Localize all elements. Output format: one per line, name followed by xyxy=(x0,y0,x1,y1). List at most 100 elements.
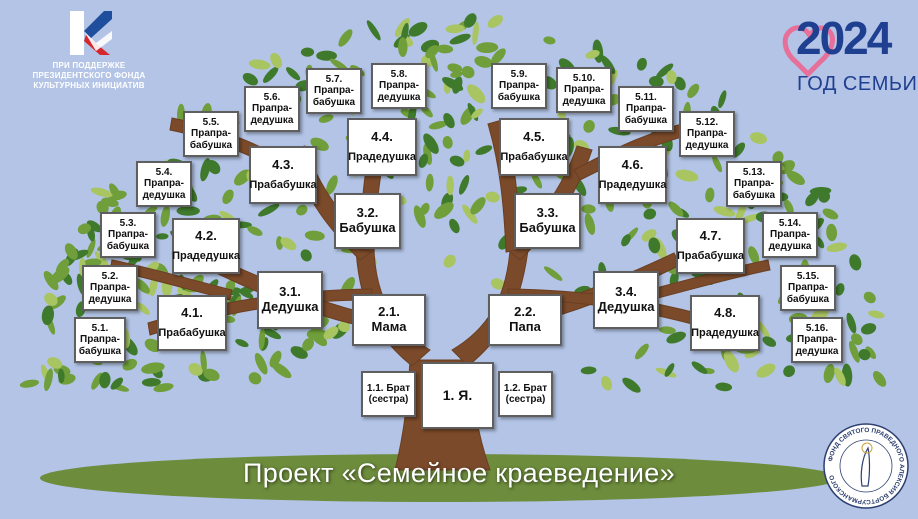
box-number: 4.1. xyxy=(181,305,203,321)
box-sibling-1[interactable]: 1.1. Брат (сестра) xyxy=(361,371,416,417)
leaf xyxy=(280,237,297,251)
box-number: 4.4. xyxy=(371,129,393,145)
box-gg-grandparent-5-16[interactable]: 5.16. Прапра-дедушка xyxy=(791,317,843,363)
box-gg-grandparent-5-7[interactable]: 5.7. Прапра-бабушка xyxy=(306,68,362,114)
leaf xyxy=(756,363,776,378)
leaf xyxy=(446,175,455,196)
leaf xyxy=(818,190,831,203)
box-number: 3.3. xyxy=(536,205,559,221)
leaf xyxy=(622,377,641,393)
box-number: 5.4. xyxy=(155,166,173,178)
leaf xyxy=(485,191,500,203)
leaf xyxy=(425,173,434,192)
box-role: Бабушка xyxy=(339,220,396,235)
leaf xyxy=(777,160,795,175)
box-gg-grandparent-5-13[interactable]: 5.13. Прапра-бабушка xyxy=(726,161,782,207)
box-parent-mother[interactable]: 2.1. Мама xyxy=(352,294,426,346)
box-parent-father[interactable]: 2.2. Папа xyxy=(488,294,562,346)
box-role: Прапра-дедушка xyxy=(142,178,186,201)
box-grandparent-3-2[interactable]: 3.2. Бабушка xyxy=(334,193,401,249)
box-gg-grandparent-5-14[interactable]: 5.14. Прапра-дедушка xyxy=(762,212,818,258)
box-gg-grandparent-5-10[interactable]: 5.10. Прапра-дедушка xyxy=(556,67,612,113)
box-role: Прапра-дедушка xyxy=(250,103,294,126)
box-role: Прабабушка xyxy=(676,250,745,263)
box-number: 5.6. xyxy=(263,91,281,103)
box-role: Мама xyxy=(371,319,407,334)
leaf xyxy=(664,363,675,377)
project-title: Проект «Семейное краеведение» xyxy=(243,458,675,488)
box-grandparent-3-4[interactable]: 3.4. Дедушка xyxy=(593,271,659,329)
box-number: 4.3. xyxy=(272,157,294,173)
box-gg-grandparent-5-3[interactable]: 5.3. Прапра-бабушка xyxy=(100,212,156,258)
leaf xyxy=(408,21,428,37)
leaf xyxy=(668,201,684,217)
box-gg-grandparent-5-1[interactable]: 5.1. Прапра-бабушка xyxy=(74,317,126,363)
box-great-grandparent-4-5[interactable]: 4.5. Прабабушка xyxy=(499,118,569,176)
leaf xyxy=(77,223,92,235)
box-grandparent-3-3[interactable]: 3.3. Бабушка xyxy=(514,193,581,249)
leaf xyxy=(434,202,454,219)
box-gg-grandparent-5-12[interactable]: 5.12. Прапра-дедушка xyxy=(679,111,735,157)
leaf xyxy=(762,336,777,347)
box-gg-grandparent-5-9[interactable]: 5.9. Прапра-бабушка xyxy=(491,63,547,109)
leaf xyxy=(666,331,686,344)
box-great-grandparent-4-6[interactable]: 4.6. Прадедушка xyxy=(598,146,667,204)
box-sibling-2[interactable]: 1.2. Брат (сестра) xyxy=(498,371,553,417)
leaf xyxy=(718,90,727,109)
box-gg-grandparent-5-5[interactable]: 5.5. Прапра-бабушка xyxy=(183,111,239,157)
leaf xyxy=(64,243,78,260)
leaf xyxy=(452,76,463,94)
box-gg-grandparent-5-4[interactable]: 5.4. Прапра-дедушка xyxy=(136,161,192,207)
leaf xyxy=(823,363,835,384)
box-number: 5.10. xyxy=(572,72,596,84)
leaf xyxy=(394,18,410,37)
leaf xyxy=(323,326,339,340)
leaf xyxy=(19,379,39,388)
box-gg-grandparent-5-11[interactable]: 5.11. Прапра-бабушка xyxy=(618,86,674,132)
box-gg-grandparent-5-8[interactable]: 5.8. Прапра-дедушка xyxy=(371,63,427,109)
leaf xyxy=(86,220,102,233)
box-great-grandparent-4-4[interactable]: 4.4. Прадедушка xyxy=(347,118,417,176)
box-great-grandparent-4-2[interactable]: 4.2. Прадедушка xyxy=(172,218,240,274)
leaf xyxy=(101,197,119,207)
box-number: 5.11. xyxy=(635,91,657,103)
leaf xyxy=(222,189,234,205)
leaf xyxy=(86,239,96,258)
leaf xyxy=(271,362,292,379)
box-number: 5.16. xyxy=(805,322,829,334)
box-role: Прапра-дедушка xyxy=(685,128,729,151)
box-role: Прапра-бабушка xyxy=(312,85,356,108)
leaf xyxy=(475,145,493,155)
box-gg-grandparent-5-6[interactable]: 5.6. Прапра-дедушка xyxy=(244,86,300,132)
leaf xyxy=(428,121,448,130)
box-number: 2.2. xyxy=(514,304,536,320)
leaf xyxy=(531,171,543,189)
pfki-logo-icon xyxy=(70,11,112,55)
box-gg-grandparent-5-15[interactable]: 5.15. Прапра-бабушка xyxy=(780,265,836,311)
leaf xyxy=(467,84,486,104)
leaf xyxy=(261,327,282,340)
leaf xyxy=(423,133,439,154)
box-role: Прадедушка xyxy=(348,151,416,164)
box-role: Прапра-дедушка xyxy=(562,84,606,107)
heart-logo-icon xyxy=(782,25,835,78)
leaf xyxy=(160,205,170,227)
leaf xyxy=(543,36,556,45)
box-great-grandparent-4-7[interactable]: 4.7. Прабабушка xyxy=(676,218,745,274)
leaf xyxy=(300,249,312,262)
box-grandparent-3-1[interactable]: 3.1. Дедушка xyxy=(257,271,323,329)
box-gg-grandparent-5-2[interactable]: 5.2. Прапра-дедушка xyxy=(82,265,138,311)
leaf xyxy=(188,363,203,376)
box-role: Бабушка xyxy=(519,220,576,235)
box-great-grandparent-4-1[interactable]: 4.1. Прабабушка xyxy=(157,295,227,351)
box-number: 4.6. xyxy=(621,157,644,173)
leaf xyxy=(601,376,613,391)
leaf xyxy=(413,205,426,228)
box-great-grandparent-4-8[interactable]: 4.8. Прадедушка xyxy=(690,295,760,351)
leaf xyxy=(691,361,708,374)
leaf xyxy=(648,75,664,88)
leaf xyxy=(248,59,271,70)
leaf xyxy=(805,192,819,207)
box-great-grandparent-4-3[interactable]: 4.3. Прабабушка xyxy=(249,146,317,204)
box-me[interactable]: 1. Я. xyxy=(421,362,494,429)
